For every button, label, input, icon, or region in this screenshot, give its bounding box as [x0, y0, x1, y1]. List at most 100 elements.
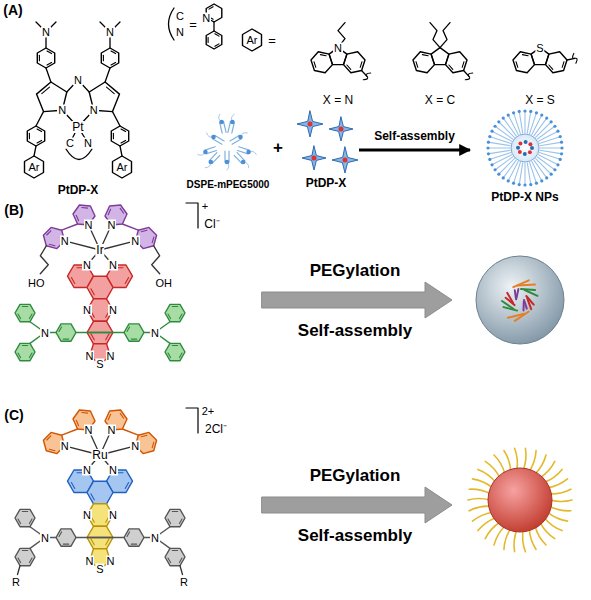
bond-line: [489, 147, 510, 148]
bond-line: [168, 353, 171, 358]
bond-line: [549, 65, 553, 69]
bond-line: [63, 544, 68, 545]
variant-label: X = S: [525, 94, 555, 106]
atom-label: N: [84, 425, 94, 436]
metal-label: Pt: [71, 121, 84, 133]
bond-line: [39, 55, 40, 60]
atom-label: N: [108, 510, 118, 521]
bond-line: [524, 112, 525, 133]
bond-line: [320, 55, 326, 56]
peg-end: [502, 176, 505, 179]
group-caption: DSPE-mPEG5000: [187, 179, 270, 190]
peg-chain: [514, 530, 517, 552]
peg-end: [487, 152, 490, 155]
ring-outline: [87, 276, 113, 299]
bond-line: [106, 539, 109, 545]
bond-line: [18, 558, 21, 563]
bond-line: [209, 153, 217, 161]
bond-line: [232, 139, 241, 145]
peg-chain: [515, 448, 518, 470]
bond-line: [131, 339, 136, 340]
dye-dot: [528, 150, 532, 154]
dye-dot: [516, 146, 520, 150]
bond-line: [127, 327, 130, 332]
peg-chain: [472, 479, 492, 488]
bond-line: [22, 306, 27, 307]
atom-label: N: [82, 305, 92, 316]
bond-line: [18, 519, 21, 524]
peg-chain: [549, 489, 571, 494]
bond-line: [540, 150, 561, 153]
bond-line: [416, 62, 418, 68]
ether-chain: [40, 246, 48, 274]
ring-outline: [15, 304, 35, 321]
hydroxyl-label: HO: [27, 277, 46, 288]
bond-line: [91, 289, 94, 295]
peg-end: [488, 158, 491, 161]
bond-line: [105, 68, 110, 82]
atom-label: N: [60, 235, 70, 246]
peg-end: [560, 141, 563, 144]
peg-end: [559, 158, 562, 161]
process-label: PEGylation: [310, 262, 401, 279]
process-arrow: [262, 282, 452, 318]
ring-outline: [546, 52, 568, 73]
atom-label: S: [535, 42, 544, 53]
star-core: [339, 127, 344, 132]
lipid-head: [246, 150, 251, 155]
bond-line: [76, 420, 78, 425]
bond-line: [234, 155, 242, 163]
bond-line: [502, 301, 514, 309]
bond-line: [18, 566, 21, 575]
atom-label: N: [89, 105, 99, 116]
bond-line: [29, 314, 32, 319]
star-core: [308, 122, 313, 127]
bond-line: [539, 137, 559, 144]
peg-end: [497, 173, 500, 176]
star-core: [312, 156, 317, 161]
peg-end: [493, 168, 496, 171]
aryl-label: Ar: [246, 35, 259, 46]
bond-line: [62, 224, 78, 230]
bond-line: [215, 135, 225, 141]
ring-outline: [446, 52, 468, 73]
equals-sign: =: [268, 34, 276, 47]
equals-sign: =: [189, 18, 197, 31]
bond-line: [22, 511, 27, 512]
bond-line: [62, 429, 78, 435]
ring-outline: [165, 548, 185, 565]
bond-line: [532, 161, 542, 180]
bond-line: [120, 413, 123, 418]
group-caption: PtDP-X: [306, 177, 347, 190]
charge-bracket: [186, 408, 198, 433]
bond-line: [82, 207, 88, 209]
ring-outline: [165, 343, 185, 360]
bond-line: [540, 147, 561, 148]
metal-label: Ir: [95, 244, 104, 256]
dye-dot: [518, 141, 522, 145]
peg-chain: [549, 506, 571, 511]
atom-label: N: [82, 464, 92, 475]
np-core: [511, 134, 539, 162]
charge-label: +: [201, 201, 209, 212]
propyl-chain: [440, 23, 450, 48]
lipid-head: [211, 135, 216, 140]
peg-end: [540, 179, 543, 182]
bond-line: [34, 146, 36, 156]
peg-end: [545, 116, 548, 119]
atom-label: N: [84, 556, 94, 567]
ring-outline: [206, 31, 222, 49]
counter-ion: 2Cl⁻: [204, 423, 228, 435]
atom-label: N: [40, 532, 50, 543]
peg-end: [493, 125, 496, 128]
peg-end: [560, 152, 563, 155]
bond-line: [168, 558, 171, 563]
bond-line: [519, 112, 522, 133]
bond-line: [18, 353, 21, 358]
bond-line: [228, 122, 231, 133]
bond-line: [108, 209, 110, 214]
figure-group: DSPE-mPEG5000: [184, 108, 273, 192]
atom-label: N: [130, 440, 140, 451]
atom-label: N: [57, 105, 67, 116]
aryl-label: Ar: [116, 162, 129, 173]
